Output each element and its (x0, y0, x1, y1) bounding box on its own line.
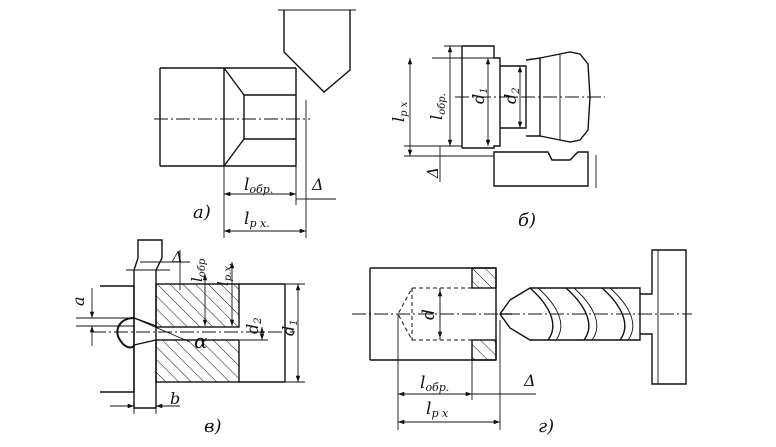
label-l-px-b: lр х (389, 101, 410, 122)
panel-g: d lобр. Δ lр х г) (352, 249, 692, 437)
label-d2-b: d2 (501, 87, 522, 104)
label-d-g: d (419, 309, 439, 320)
blank-v (100, 285, 135, 393)
label-l-px-a: lр х. (244, 209, 270, 230)
caption-g: г) (538, 416, 554, 437)
workpiece-a (159, 67, 297, 167)
label-delta-b: Δ (424, 167, 442, 179)
label-delta-a: Δ (311, 175, 324, 194)
hatched-wall-lower (155, 339, 240, 383)
caption-v: в) (204, 416, 222, 437)
caption-a: а) (193, 202, 211, 223)
label-l-obr-b: lобр. (427, 93, 448, 120)
label-l-obr-a: lобр. (244, 175, 273, 196)
label-d2-v: d2 (243, 317, 264, 334)
label-b-v: b (170, 389, 180, 408)
label-delta-v: Δ (171, 248, 183, 266)
caption-b: б) (518, 210, 536, 231)
label-d1-b: d1 (469, 87, 490, 104)
label-a-v: a (69, 296, 88, 306)
label-alpha-v: α (194, 329, 208, 353)
label-l-px-g: lр х (426, 399, 449, 420)
workpiece-g (369, 267, 497, 361)
label-l-obr-g: lобр. (420, 373, 449, 394)
drill-g (499, 249, 687, 385)
cutting-tool-b (493, 151, 597, 188)
panel-a: lобр. Δ lр х. а) (154, 9, 356, 238)
cutting-tool-a (278, 9, 356, 93)
label-l-obr-v: lобр (188, 258, 208, 282)
hatched-wall-upper (155, 283, 240, 328)
label-d1-v: d1 (279, 319, 300, 336)
label-delta-g: Δ (523, 371, 536, 390)
panel-b: lр х lобр. Δ d1 d2 б) (389, 45, 605, 231)
panel-v: Δ lобр lр.х. a α d2 d1 b в) (69, 239, 305, 437)
label-l-px-v: lр.х. (214, 263, 234, 286)
